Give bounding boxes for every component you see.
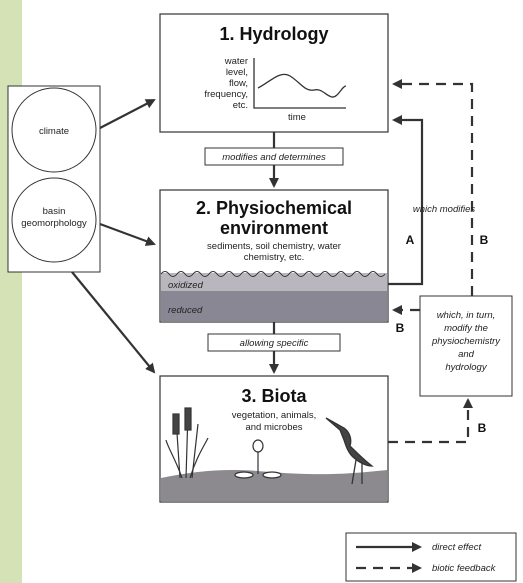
biota-title: 3. Biota — [241, 386, 307, 406]
physio-subtitle-line1: sediments, soil chemistry, water — [207, 241, 341, 252]
basin-label-line1: basin — [43, 206, 66, 217]
physio-title-line2: environment — [220, 218, 328, 238]
turn-box-to-hydrology-arrow — [392, 79, 474, 296]
climate-to-hydrology-arrow — [99, 99, 156, 129]
biotic-feedback — [388, 79, 474, 444]
drivers-box: climate basin geomorphology — [7, 85, 101, 273]
connector-2: allowing specific — [207, 322, 341, 374]
connector-1: modifies and determines — [204, 132, 344, 188]
turn-line-2: modify the — [444, 323, 488, 334]
basin-circle — [11, 177, 97, 263]
turn-line-1: which, in turn, — [437, 310, 496, 321]
label-b-bottom: B — [478, 421, 487, 435]
water-surface — [160, 271, 386, 277]
physio-box: 2. Physiochemical environment sediments,… — [159, 189, 389, 323]
water-lily-icon — [234, 439, 282, 479]
climate-circle — [11, 87, 97, 173]
basin-label-line2: geomorphology — [21, 218, 87, 229]
physio-title-line1: 2. Physiochemical — [196, 198, 352, 218]
graph-ylabel-2: level, — [226, 67, 248, 78]
heron-icon — [325, 417, 374, 485]
legend-biotic-label: biotic feedback — [432, 563, 497, 574]
graph-curve — [257, 73, 347, 98]
label-b-right: B — [480, 233, 489, 247]
label-a: A — [406, 233, 415, 247]
hydrology-box: 1. Hydrology water level, flow, frequenc… — [159, 13, 389, 133]
turn-line-5: hydrology — [445, 362, 487, 373]
graph-xlabel: time — [288, 112, 306, 123]
driver-arrows — [71, 99, 156, 374]
biota-to-turn-box-arrow — [388, 398, 473, 444]
graph-ylabel-5: etc. — [233, 100, 248, 111]
legend: direct effect biotic feedback — [345, 532, 517, 582]
biota-subtitle-line2: and microbes — [245, 422, 302, 433]
connector-2-label: allowing specific — [240, 338, 309, 349]
legend-direct-label: direct effect — [432, 542, 481, 553]
connector-1-label: modifies and determines — [222, 152, 326, 163]
feedback-a — [388, 115, 424, 286]
graph-ylabel-1: water — [224, 56, 248, 67]
graph-ylabel-4: frequency, — [204, 89, 248, 100]
label-b-reduced: B — [396, 321, 405, 335]
basin-to-physio-arrow — [99, 222, 156, 246]
graph-ylabel-3: flow, — [229, 78, 248, 89]
turn-line-4: and — [458, 349, 475, 360]
reduced-label: reduced — [168, 305, 203, 316]
hydrology-title: 1. Hydrology — [219, 24, 328, 44]
biota-subtitle-line1: vegetation, animals, — [232, 410, 317, 421]
reduced-layer — [161, 291, 387, 321]
turn-line-3: physiochemistry — [431, 336, 501, 347]
physio-subtitle-line2: chemistry, etc. — [244, 252, 305, 263]
cattail-icon — [165, 407, 209, 479]
oxidized-layer — [161, 273, 387, 291]
climate-label: climate — [39, 126, 69, 137]
graph-axes — [253, 58, 346, 109]
which-modifies-label: which modifies — [413, 204, 476, 215]
oxidized-label: oxidized — [168, 280, 204, 291]
turn-box: which, in turn, modify the physiochemist… — [419, 295, 513, 397]
biota-box: 3. Biota vegetation, animals, and microb… — [159, 375, 389, 503]
basin-to-biota-arrow — [71, 271, 156, 374]
ground — [161, 470, 387, 501]
